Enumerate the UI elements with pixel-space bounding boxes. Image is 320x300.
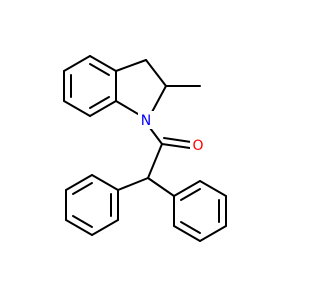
- bond: [63, 100, 91, 117]
- bond: [65, 174, 93, 191]
- bond: [117, 177, 149, 191]
- bond: [89, 96, 110, 109]
- bond: [145, 59, 167, 87]
- bond: [147, 177, 175, 197]
- molecule-structure-drawing: N O: [63, 55, 227, 242]
- molecule-canvas: N O: [63, 55, 227, 242]
- atom-o1-background: [190, 136, 206, 154]
- bond-layer: [63, 55, 227, 242]
- bond: [180, 188, 201, 201]
- bond: [89, 55, 117, 72]
- bond: [147, 143, 163, 179]
- bond: [149, 127, 163, 145]
- bond: [89, 63, 110, 76]
- bond: [72, 215, 93, 228]
- atom-o1-label: O: [192, 138, 203, 154]
- bond: [199, 225, 227, 242]
- bond: [115, 59, 147, 72]
- bond: [199, 180, 227, 197]
- bond: [115, 100, 139, 115]
- bond: [151, 85, 167, 113]
- bond: [63, 55, 91, 72]
- bond: [89, 100, 117, 117]
- atom-n1-label: N: [141, 113, 151, 129]
- bond: [173, 180, 201, 197]
- atom-o1: O: [190, 136, 206, 154]
- bond: [65, 219, 93, 236]
- bond: [91, 174, 119, 191]
- bond: [161, 143, 191, 149]
- bond: [173, 225, 201, 242]
- bond: [72, 182, 93, 195]
- atom-n1: N: [138, 111, 154, 129]
- atom-n1-background: [138, 111, 154, 129]
- bond: [163, 137, 192, 143]
- bond: [91, 219, 119, 236]
- bond: [180, 221, 201, 234]
- atom-label-layer: N O: [138, 111, 206, 154]
